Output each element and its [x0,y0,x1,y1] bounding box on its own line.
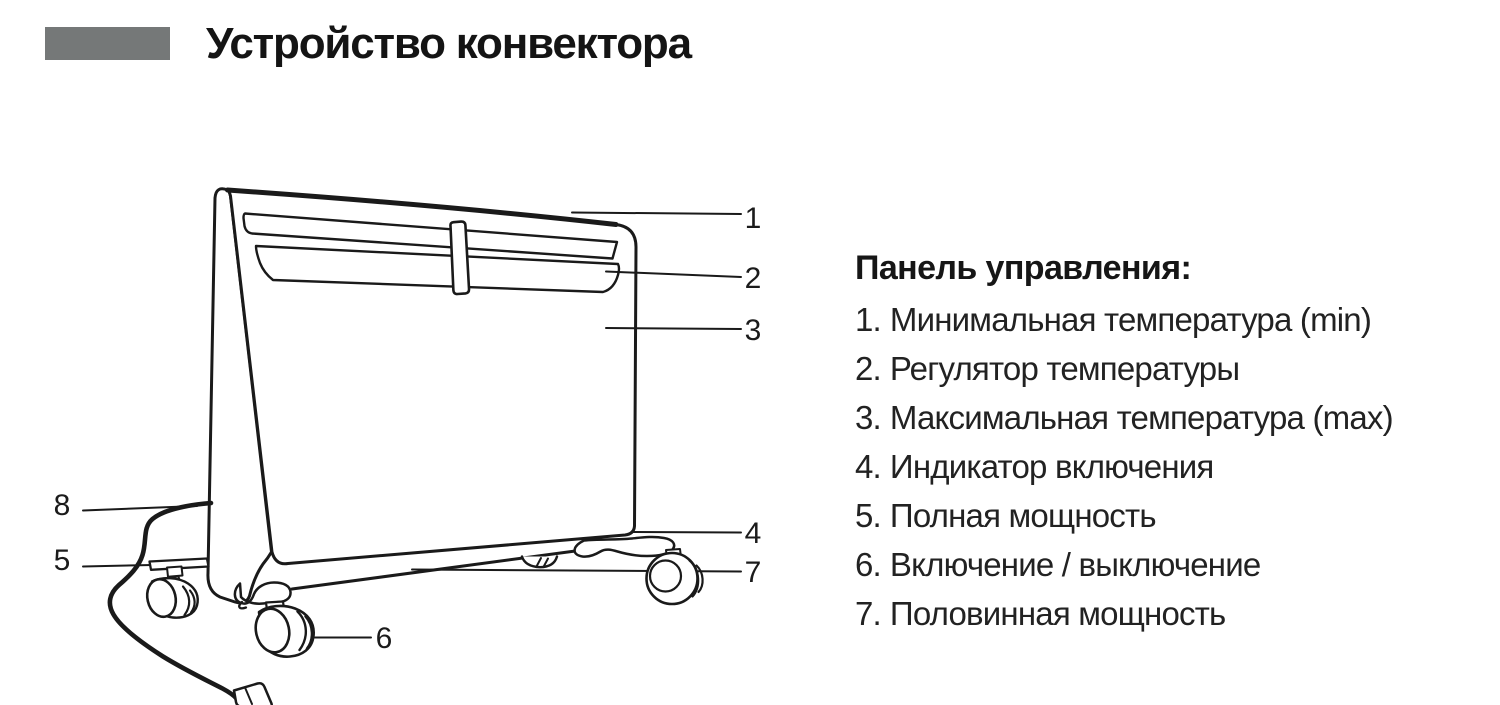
center-wheel-face [254,607,291,654]
legend-item-label: Половинная мощность [889,595,1226,632]
temperature-slider [449,220,471,296]
legend-item-label: Полная мощность [889,497,1157,534]
left-caster [145,557,210,619]
right-caster [645,551,704,606]
center-caster [254,604,315,658]
callout-6-label: 6 [376,622,393,655]
cord [107,500,239,701]
legend-item-number: 2. [855,350,882,387]
legend-item-label: Максимальная температура (max) [889,399,1394,436]
left-foot-plate [148,557,210,571]
legend-item-6: 6.Включение / выключение [855,540,1455,589]
legend-item-label: Минимальная температура (min) [889,301,1372,338]
legend-item-number: 5. [855,497,882,534]
legend-item-3: 3.Максимальная температура (max) [855,393,1455,442]
air-vent-slats [242,212,621,294]
legend-item-number: 6. [855,546,882,583]
callout-2-label: 2 [745,262,762,295]
leader-line-2 [605,270,742,278]
power-cord [107,500,273,705]
rear-caster [520,555,559,569]
power-plug [232,682,273,705]
legend-item-number: 7. [855,595,882,632]
callout-1-label: 1 [745,202,762,235]
legend-item-5: 5.Полная мощность [855,491,1455,540]
legend-item-label: Индикатор включения [889,448,1214,485]
legend-item-1: 1.Минимальная температура (min) [855,295,1455,344]
leader-line-4 [632,531,742,534]
leader-line-1 [571,211,742,215]
legend-item-label: Регулятор температуры [889,350,1240,387]
title-accent-bar [45,27,170,60]
legend-item-4: 4.Индикатор включения [855,442,1455,491]
left-wheel-face [145,577,178,619]
legend-list: 1.Минимальная температура (min) 2.Регуля… [855,295,1455,638]
legend-item-7: 7.Половинная мощность [855,589,1455,638]
legend-item-label: Включение / выключение [889,546,1261,583]
callout-7-label: 7 [745,556,762,589]
callout-4-label: 4 [745,517,762,550]
page-title: Устройство конвектора [206,19,692,68]
legend-item-number: 3. [855,399,882,436]
vent-slat-upper [242,212,619,260]
leader-line-3 [605,327,742,330]
callout-labels: 1 2 3 4 5 6 7 8 [54,202,762,655]
legend-item-number: 1. [855,301,882,338]
top-edge [225,187,619,227]
vent-slat-lower [254,244,621,294]
callout-8-label: 8 [54,489,71,522]
leader-line-5 [82,564,153,568]
legend-heading: Панель управления: [855,249,1192,287]
legend-item-2: 2.Регулятор температуры [855,344,1455,393]
callout-3-label: 3 [745,314,762,347]
callout-5-label: 5 [54,544,71,577]
page-header: Устройство конвектора [0,0,1500,90]
control-panel-legend: Панель управления: 1.Минимальная темпера… [855,251,1455,638]
legend-item-number: 4. [855,448,882,485]
